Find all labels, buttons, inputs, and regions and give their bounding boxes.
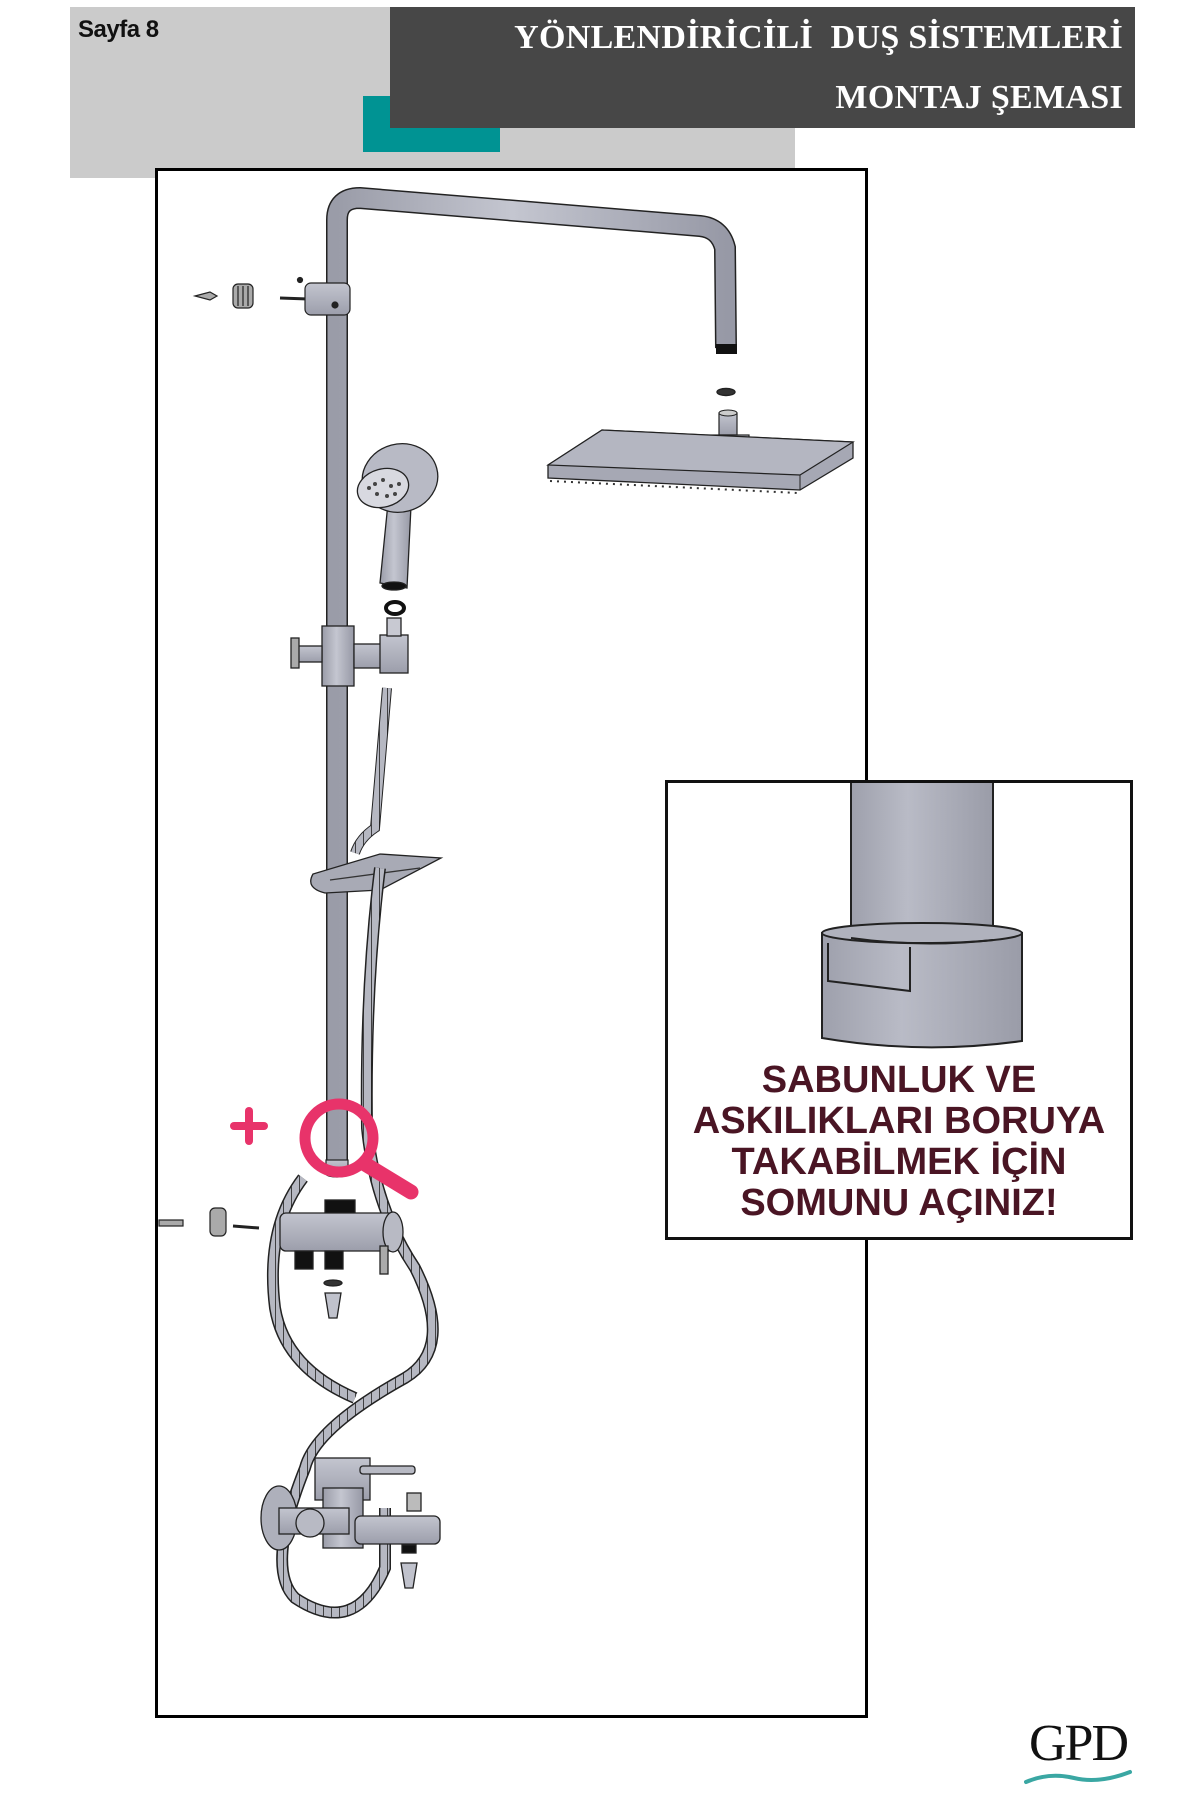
- wall-bracket-top: [192, 276, 351, 316]
- callout-box: SABUNLUK VE ASKILIKLARI BORUYA TAKABİLME…: [665, 780, 1133, 1240]
- callout-line: ASKILIKLARI BORUYA: [692, 1100, 1106, 1142]
- sliding-holder: [290, 617, 409, 687]
- bath-mixer: [260, 1457, 441, 1589]
- title-bar: YÖNLENDİRİCİLİ DUŞ SİSTEMLERİ MONTAJ ŞEM…: [390, 7, 1135, 128]
- callout-line: TAKABİLMEK İÇİN: [731, 1141, 1067, 1183]
- brand-logo: GPD: [1018, 1716, 1138, 1788]
- brand-logo-text: GPD: [1028, 1715, 1129, 1772]
- logo-wave-icon: [1024, 1770, 1132, 1784]
- callout-instruction-text: SABUNLUK VE ASKILIKLARI BORUYA TAKABİLME…: [668, 1060, 1130, 1224]
- callout-line: SOMUNU AÇINIZ!: [740, 1182, 1058, 1224]
- wall-bracket-bottom: [158, 1207, 260, 1237]
- hand-shower: [356, 443, 439, 616]
- document-title: YÖNLENDİRİCİLİ DUŞ SİSTEMLERİ: [514, 19, 1123, 56]
- rain-shower-head: [546, 409, 855, 494]
- pipe-nut-closeup: [821, 783, 1023, 1049]
- document-subtitle: MONTAJ ŞEMASI: [835, 79, 1123, 116]
- callout-line: SABUNLUK VE: [761, 1059, 1037, 1101]
- flexible-hoses: [267, 867, 439, 1619]
- magnifier-zoom-in-icon: [230, 1098, 419, 1200]
- assembly-diagram: [158, 186, 855, 1619]
- page-number-label: Sayfa 8: [78, 16, 159, 43]
- diverter-body: [279, 1199, 404, 1319]
- overhead-arm-pipe: [326, 186, 737, 1168]
